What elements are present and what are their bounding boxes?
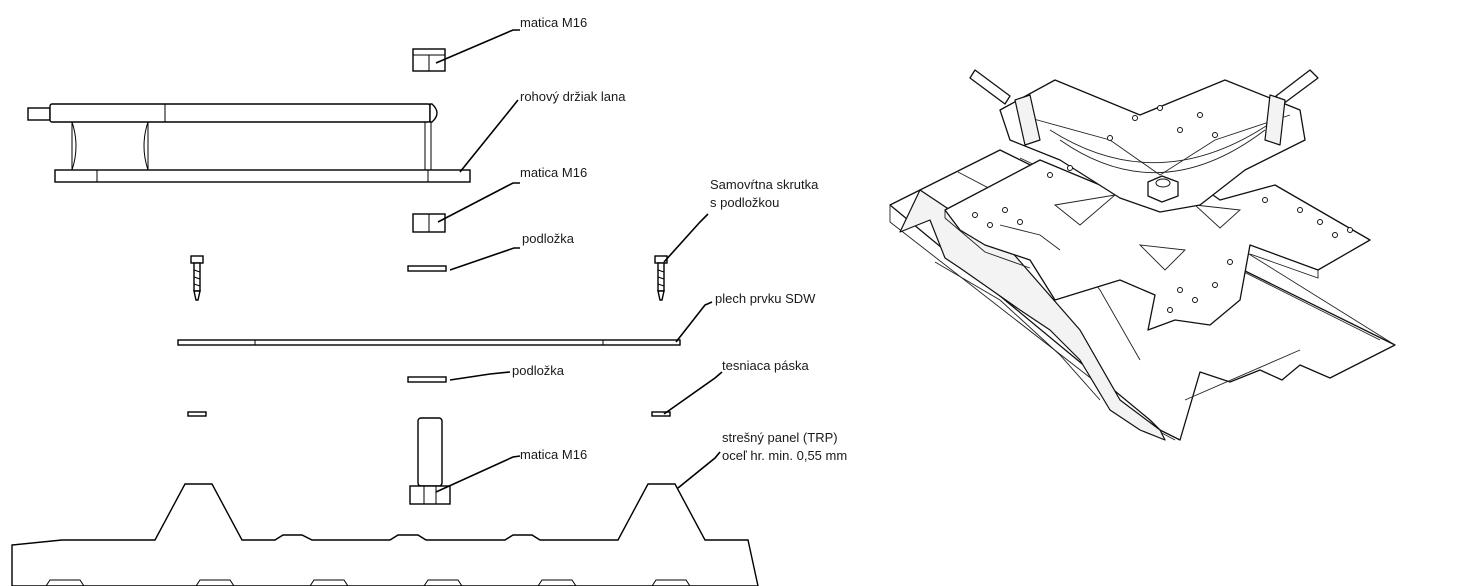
label-screw-line1: Samovŕtna skrutka bbox=[710, 177, 819, 192]
label-washer-top: podložka bbox=[522, 231, 575, 246]
nut-top-part bbox=[412, 48, 446, 72]
bolt-m16-part bbox=[409, 417, 451, 505]
label-corner-holder: rohový držiak lana bbox=[520, 89, 626, 104]
seal-tape-left bbox=[187, 411, 207, 417]
label-roof-line2: oceľ hr. min. 0,55 mm bbox=[722, 448, 847, 463]
label-nut-mid: matica M16 bbox=[520, 165, 587, 180]
washer-bottom-part bbox=[407, 376, 447, 383]
label-seal-tape: tesniaca páska bbox=[722, 358, 809, 373]
label-washer-bottom: podložka bbox=[512, 363, 565, 378]
corner-rope-holder-part bbox=[27, 103, 471, 183]
label-plate: plech prvku SDW bbox=[715, 291, 816, 306]
sdw-plate-part bbox=[177, 339, 681, 346]
label-screw-line2: s podložkou bbox=[710, 195, 779, 210]
label-nut-top: matica M16 bbox=[520, 15, 587, 30]
exploded-view: matica M16 rohový držiak lana matica M16 bbox=[11, 15, 847, 586]
self-drilling-screw-right bbox=[654, 255, 668, 301]
isometric-view bbox=[889, 69, 1396, 441]
roof-panel-part bbox=[11, 483, 759, 586]
label-nut-bottom: matica M16 bbox=[520, 447, 587, 462]
nut-mid-part bbox=[412, 213, 446, 233]
self-drilling-screw-left bbox=[190, 255, 204, 301]
washer-top-part bbox=[407, 265, 447, 272]
label-roof-line1: strešný panel (TRP) bbox=[722, 430, 838, 445]
seal-tape-right bbox=[651, 411, 671, 417]
